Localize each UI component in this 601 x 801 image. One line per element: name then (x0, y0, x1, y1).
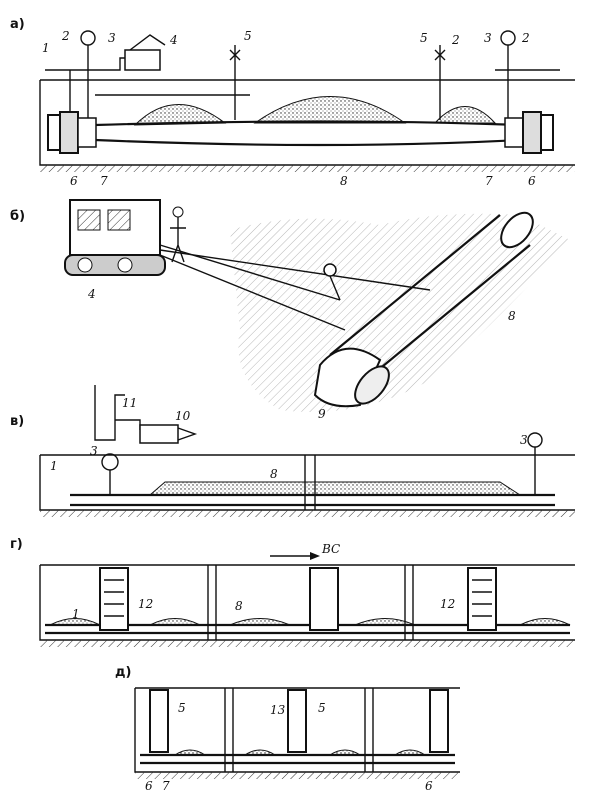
label-b-8: 8 (508, 309, 516, 323)
label-v-3-right: 3 (520, 433, 528, 447)
label-a-1: 1 (42, 41, 50, 55)
panel-label-b: б) (10, 209, 25, 224)
label-d-6-left: 6 (145, 779, 153, 793)
label-a-5-left: 5 (244, 29, 252, 43)
label-v-10: 10 (175, 409, 191, 423)
label-v-11: 11 (122, 396, 137, 410)
label-a-5-right: 5 (420, 31, 428, 45)
label-a-3-right: 3 (484, 31, 492, 45)
label-a-2-right: 2 (451, 33, 460, 47)
label-g-bc: BC (321, 542, 340, 556)
label-v-8: 8 (270, 467, 278, 481)
label-a-2-far: 2 (521, 31, 530, 45)
panel-v: в) 11 10 3 1 8 3 (10, 385, 575, 517)
label-b-4: 4 (87, 287, 96, 301)
label-d-6-right: 6 (425, 779, 433, 793)
label-a-6-left: 6 (70, 174, 78, 188)
label-a-8: 8 (340, 174, 348, 188)
panel-g: г) 1 12 8 BC 12 (10, 537, 575, 647)
label-g-1: 1 (72, 607, 80, 621)
label-a-3: 3 (108, 31, 116, 45)
label-a-2: 2 (61, 29, 70, 43)
label-a-6-right: 6 (528, 174, 536, 188)
panel-label-a: а) (10, 17, 25, 32)
label-v-3: 3 (90, 444, 98, 458)
label-d-13: 13 (270, 703, 286, 717)
label-v-1: 1 (50, 459, 58, 473)
label-a-4: 4 (169, 33, 178, 47)
panel-label-v: в) (10, 414, 24, 429)
panel-a: а) 1 (10, 17, 575, 188)
label-g-12-left: 12 (138, 597, 153, 611)
label-d-7: 7 (162, 779, 170, 793)
label-a-7-right: 7 (485, 174, 493, 188)
panel-d: д) 5 13 5 6 7 6 (115, 665, 460, 793)
panel-b: б) 4 8 9 (10, 199, 570, 421)
label-d-5-right: 5 (318, 701, 326, 715)
label-a-7-left: 7 (100, 174, 108, 188)
label-g-12-right: 12 (440, 597, 455, 611)
panel-label-g: г) (10, 537, 23, 552)
label-b-9: 9 (318, 407, 326, 421)
label-d-5-left: 5 (178, 701, 186, 715)
panel-label-d: д) (115, 665, 131, 680)
label-g-8: 8 (235, 599, 243, 613)
